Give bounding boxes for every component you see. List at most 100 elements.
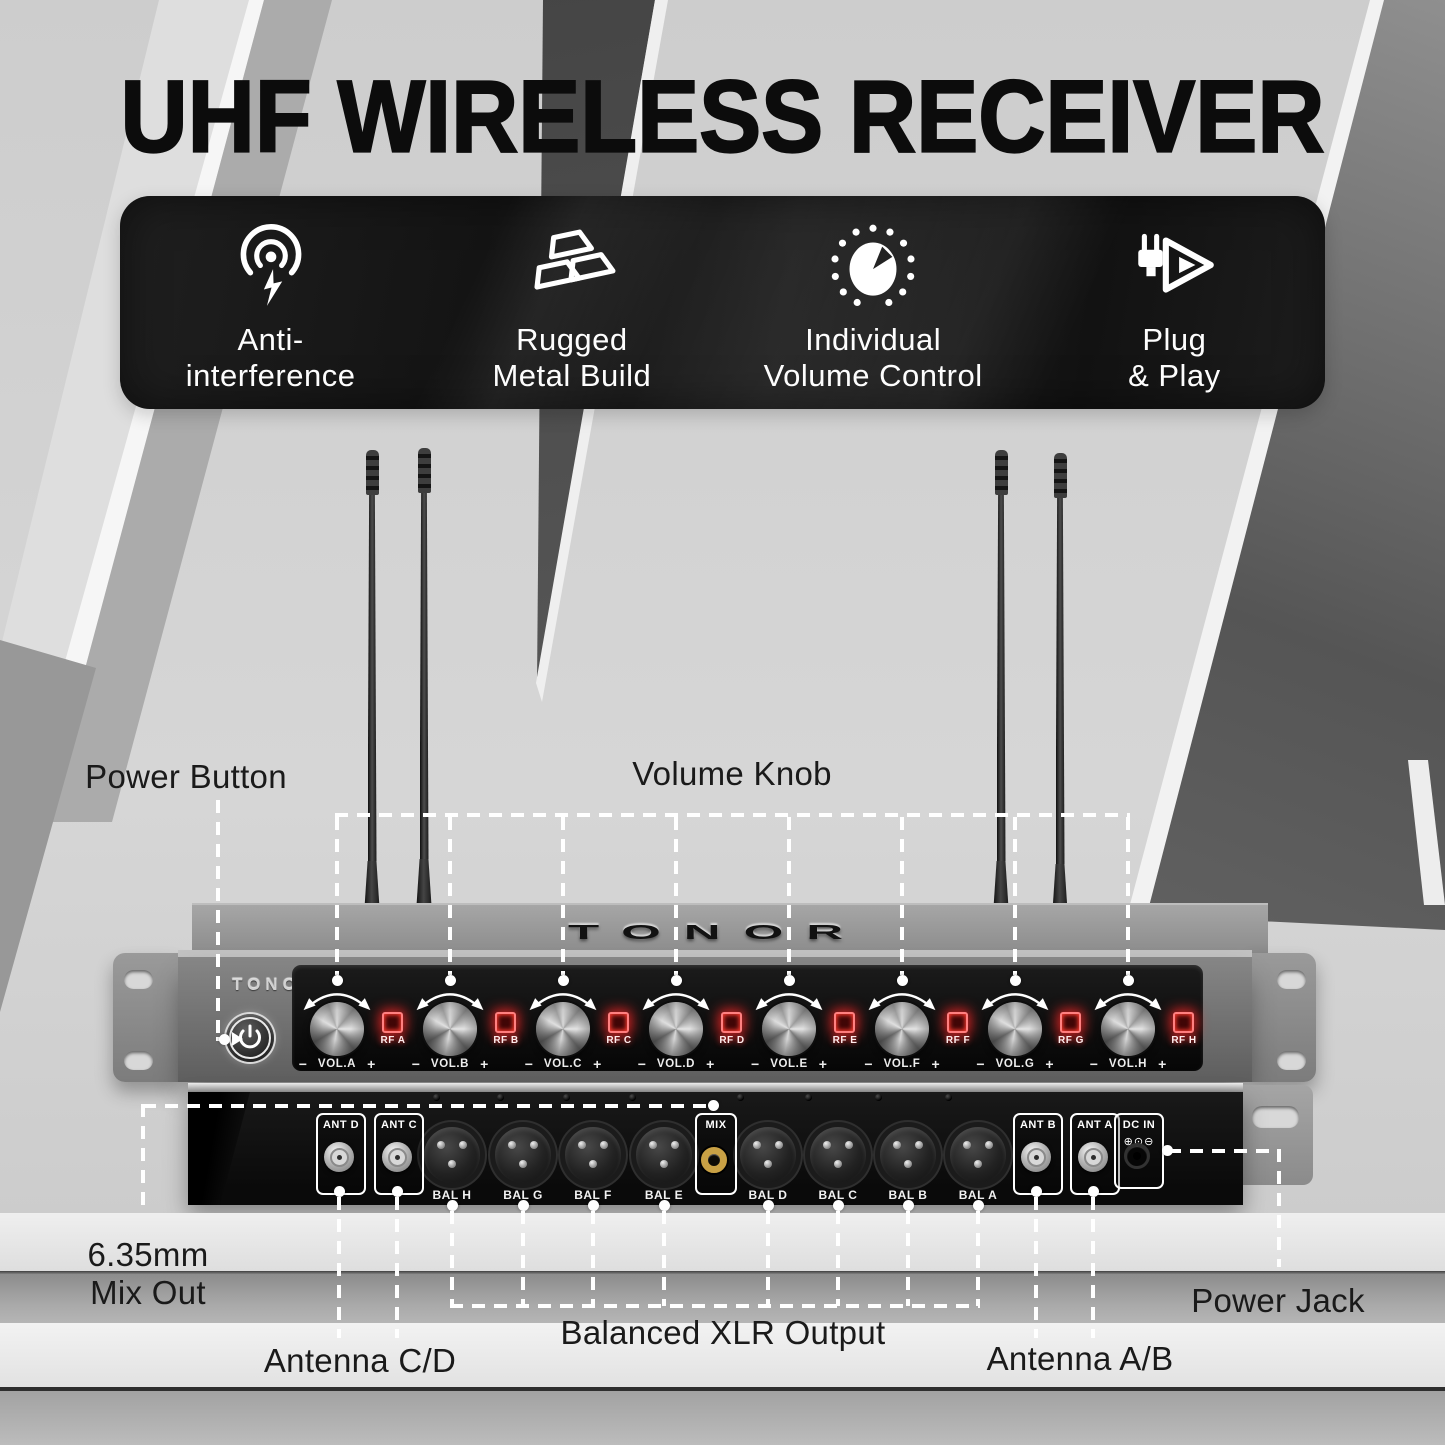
callout-line-volume-bus [335, 813, 1130, 817]
rack-ear-right [1250, 953, 1316, 1082]
xlr-pin [448, 1160, 456, 1168]
callout-dot-volume [1122, 975, 1134, 986]
antenna-rod [367, 495, 377, 861]
antenna-jack-label: ANT A [1077, 1119, 1113, 1131]
callout-dot-volume [1009, 975, 1021, 986]
rf-led [495, 1012, 516, 1033]
xlr-label: BAL B [888, 1188, 928, 1202]
callout-dot-antenna [391, 1186, 403, 1197]
callout-arrow-power-button [232, 1032, 243, 1046]
volume-label: VOL.C [543, 1058, 583, 1070]
callout-dot-volume [444, 975, 456, 986]
rotate-arrow-icon [868, 993, 936, 1011]
xlr-label: BAL D [748, 1188, 788, 1202]
callout-line-xlr-drop [662, 1211, 666, 1306]
xlr-connector [880, 1127, 936, 1183]
antenna [362, 450, 382, 928]
callout-dot-xlr [517, 1200, 529, 1211]
callout-line-power-jack [1277, 1149, 1281, 1267]
antenna-jack-label: ANT D [322, 1119, 360, 1131]
xlr-pin [845, 1141, 853, 1149]
plus-sign: + [818, 1056, 827, 1072]
callout-line-antenna-drop [1034, 1197, 1038, 1338]
rf-led [382, 1012, 403, 1033]
volume-dial-icon [831, 224, 915, 306]
callout-dot-volume [557, 975, 569, 986]
xlr-connector [424, 1127, 480, 1183]
rear-panel-top-edge [188, 1083, 1243, 1092]
bnc-hole [336, 1154, 342, 1160]
callout-label-volume-knob: Volume Knob [632, 755, 832, 792]
antenna [1050, 453, 1070, 931]
minus-sign: − [976, 1056, 985, 1072]
antenna-cap [994, 450, 1008, 495]
top-logo: TONOR [568, 922, 866, 944]
anti-interference-icon [240, 223, 301, 306]
volume-knob-control [1101, 1002, 1155, 1056]
rf-label: RF H [1171, 1035, 1197, 1046]
callout-dot-xlr [832, 1200, 844, 1211]
bnc-connector [1021, 1142, 1051, 1172]
metal-ingots-icon [534, 229, 616, 290]
xlr-pin [671, 1141, 679, 1149]
callout-dot-power-button [219, 1034, 230, 1045]
table-edge-band [0, 1213, 1445, 1271]
callout-line-antenna-drop [395, 1197, 399, 1338]
volume-label: VOL.B [430, 1058, 470, 1070]
volume-label-row: − VOL.C + [501, 1056, 625, 1072]
xlr-pin [915, 1141, 923, 1149]
xlr-connector [740, 1127, 796, 1183]
callout-line-volume-drop [1126, 817, 1130, 975]
rotate-arrow-icon [642, 993, 710, 1011]
feature-label: Anti-interference [185, 321, 356, 393]
antenna-rod [419, 493, 429, 859]
xlr-pin [963, 1141, 971, 1149]
bnc-hole [394, 1154, 400, 1160]
rack-ear-left [113, 953, 180, 1082]
xlr-label: BAL E [644, 1188, 684, 1202]
xlr-pin [823, 1141, 831, 1149]
rotate-arrow-icon [1094, 993, 1162, 1011]
rf-led [721, 1012, 742, 1033]
bnc-center [329, 1147, 349, 1167]
volume-label: VOL.G [995, 1058, 1035, 1070]
xlr-label: BAL F [574, 1188, 612, 1202]
page-title: UHF WIRELESS RECEIVER [120, 58, 1326, 175]
callout-line-xlr-drop [906, 1211, 910, 1306]
rf-label: RF F [945, 1035, 971, 1046]
rf-led [834, 1012, 855, 1033]
callout-line-antenna-drop [337, 1197, 341, 1338]
rotate-arrow-icon [303, 993, 371, 1011]
xlr-connector [495, 1127, 551, 1183]
bnc-hole [1033, 1154, 1039, 1160]
rack-slot [1277, 970, 1306, 989]
xlr-label: BAL C [818, 1188, 858, 1202]
bnc-connector [1078, 1142, 1108, 1172]
volume-label: VOL.E [770, 1058, 808, 1070]
plus-sign: + [367, 1056, 376, 1072]
xlr-pin [753, 1141, 761, 1149]
rf-label: RF E [832, 1035, 858, 1046]
callout-dot-antenna [333, 1186, 345, 1197]
plus-sign: + [593, 1056, 602, 1072]
rotate-arrow-icon [529, 993, 597, 1011]
antenna [991, 450, 1011, 928]
xlr-pin [649, 1141, 657, 1149]
volume-knob-control [423, 1002, 477, 1056]
volume-label-row: − VOL.D + [614, 1056, 738, 1072]
minus-sign: − [298, 1056, 307, 1072]
xlr-pin [775, 1141, 783, 1149]
volume-knob-control [649, 1002, 703, 1056]
callout-dot-xlr [446, 1200, 458, 1211]
callout-line-volume-drop [561, 817, 565, 975]
volume-label: VOL.H [1108, 1058, 1148, 1070]
callout-line-xlr-drop [521, 1211, 525, 1306]
minus-sign: − [751, 1056, 760, 1072]
xlr-pin [985, 1141, 993, 1149]
rotate-arrow-icon [981, 993, 1049, 1011]
volume-knob-control [988, 1002, 1042, 1056]
volume-knob-control [310, 1002, 364, 1056]
callout-dot-volume [783, 975, 795, 986]
